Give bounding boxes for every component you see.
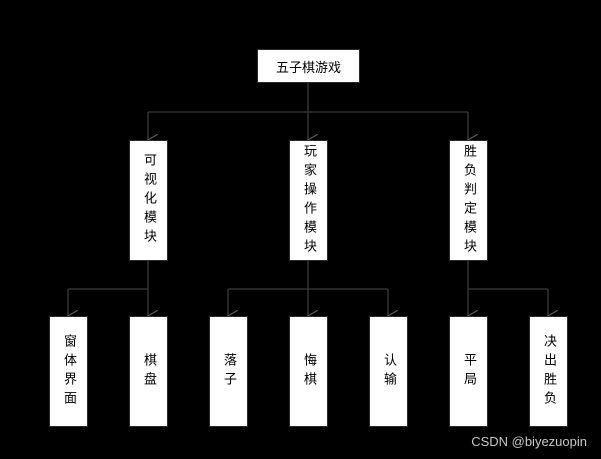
leaf-node-place-stone: 落子 [209,316,248,427]
module-node-label: 玩家操作模块 [301,143,316,258]
root-node: 五子棋游戏 [257,49,360,83]
leaf-node-label: 落子 [221,352,236,391]
leaf-node-board: 棋盘 [129,316,168,427]
leaf-node-label: 平局 [461,352,476,391]
leaf-node-draw: 平局 [449,316,488,427]
leaf-node-undo: 悔棋 [289,316,328,427]
leaf-node-decide-winner: 决出胜负 [529,316,568,427]
module-node-label: 胜负判定模块 [461,143,476,258]
leaf-node-label: 窗体界面 [61,333,76,410]
root-node-label: 五子棋游戏 [275,60,341,76]
leaf-node-label: 认输 [381,352,396,391]
leaf-node-label: 悔棋 [301,352,316,391]
module-node-player-operation: 玩家操作模块 [289,140,328,261]
leaf-node-label: 棋盘 [141,352,156,391]
leaf-node-resign: 认输 [369,316,408,427]
leaf-node-window-ui: 窗体界面 [49,316,88,427]
module-node-visualization: 可视化模块 [129,140,168,261]
watermark-text: CSDN @biyezuopin [471,434,587,449]
leaf-node-label: 决出胜负 [541,333,556,410]
module-node-win-judgement: 胜负判定模块 [449,140,488,261]
module-node-label: 可视化模块 [141,153,156,248]
